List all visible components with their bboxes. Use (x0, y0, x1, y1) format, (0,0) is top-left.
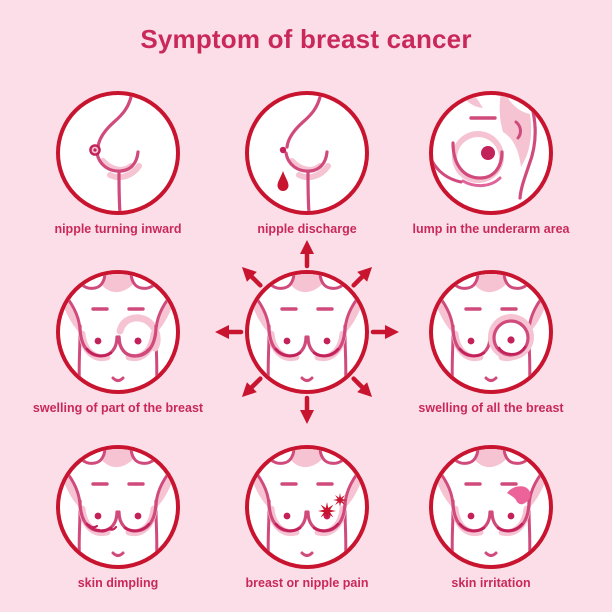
center-torso-illustration (245, 270, 369, 394)
nipple-discharge-illustration (245, 91, 369, 215)
symptom-cell-breast-or-nipple-pain: breast or nipple pain (205, 445, 409, 590)
symptom-cell-nipple-turning-inward: nipple turning inward (16, 91, 220, 236)
page-title: Symptom of breast cancer (140, 24, 472, 54)
dimple-mark (107, 525, 118, 531)
symptom-cell-swelling-of-all-the-breast: swelling of all the breast (389, 270, 593, 415)
symptom-label: swelling of part of the breast (32, 401, 204, 415)
symptom-cell-lump-in-the-underarm-area: lump in the underarm area (389, 91, 593, 236)
torso-pain-icon (249, 449, 365, 565)
torso-irritation-icon (433, 449, 549, 565)
dimple-mark (87, 523, 99, 529)
torso-full-swelling-icon (433, 274, 549, 390)
torso-dimpling-icon (60, 449, 176, 565)
symptom-label: nipple turning inward (54, 222, 182, 236)
underarm-lump-icon (433, 95, 537, 200)
lump-underarm-illustration (429, 91, 553, 215)
radiating-arrows-icon (215, 240, 399, 424)
skin-irritation-illustration (429, 445, 553, 569)
nipple-turning-inward-illustration (56, 91, 180, 215)
nipple-icon (279, 146, 287, 154)
pain-starburst-icon (333, 493, 347, 507)
swelling-all-illustration (429, 270, 553, 394)
symptom-label: lump in the underarm area (412, 222, 570, 236)
symptom-label: skin irritation (451, 576, 531, 590)
skin-dimpling-illustration (56, 445, 180, 569)
symptom-label: skin dimpling (77, 576, 159, 590)
dimple-mark (97, 528, 109, 533)
symptom-cell-nipple-discharge: nipple discharge (205, 91, 409, 236)
irritation-patch-icon (507, 486, 531, 505)
breast-pain-illustration (245, 445, 369, 569)
partial-swelling-shade (116, 314, 161, 352)
symptom-cell-center-overview (205, 270, 409, 401)
breast-side-inverted-nipple-icon (89, 95, 142, 211)
pain-starburst-icon (318, 502, 336, 520)
symptom-label: swelling of all the breast (418, 401, 564, 415)
symptom-label: breast or nipple pain (245, 576, 369, 590)
symptom-cell-swelling-of-part-of-the-breast: swelling of part of the breast (16, 270, 220, 415)
breast-side-discharge-icon (277, 95, 331, 211)
symptom-cell-skin-dimpling: skin dimpling (16, 445, 220, 590)
lump-icon (481, 146, 495, 160)
torso-normal-icon (249, 274, 365, 390)
swelling-part-illustration (56, 270, 180, 394)
symptom-label: nipple discharge (257, 222, 357, 236)
discharge-droplet-icon (277, 171, 289, 191)
symptom-cell-skin-irritation: skin irritation (389, 445, 593, 590)
torso-part-swelling-icon (60, 274, 176, 390)
